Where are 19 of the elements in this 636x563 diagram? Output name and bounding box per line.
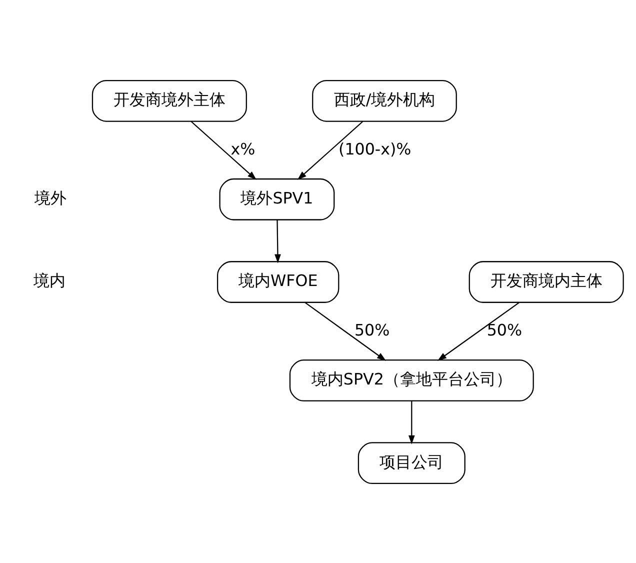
arrow: [304, 302, 386, 360]
node-box: 项目公司: [358, 442, 466, 484]
edge-label: (100-x)%: [338, 138, 412, 158]
label: 境外: [34, 188, 67, 208]
edge-label: 50%: [486, 320, 522, 339]
arrow: [408, 400, 415, 444]
edge-label: 50%: [354, 320, 390, 339]
arrow: [190, 120, 257, 180]
node-box: 开发商境内主体: [468, 260, 624, 302]
node-box: 西政/境外机构: [312, 79, 457, 122]
node-box: 境外SPV1: [219, 178, 335, 220]
node-box: 境内SPV2（拿地平台公司）: [289, 359, 534, 401]
arrow: [274, 219, 281, 263]
arrow: [438, 302, 520, 360]
node-box: 境内WFOE: [216, 260, 340, 302]
node-box: 开发商境外主体: [92, 79, 247, 122]
label: 境内: [33, 270, 66, 290]
edge-label: x%: [230, 138, 256, 158]
arrow: [297, 120, 364, 180]
